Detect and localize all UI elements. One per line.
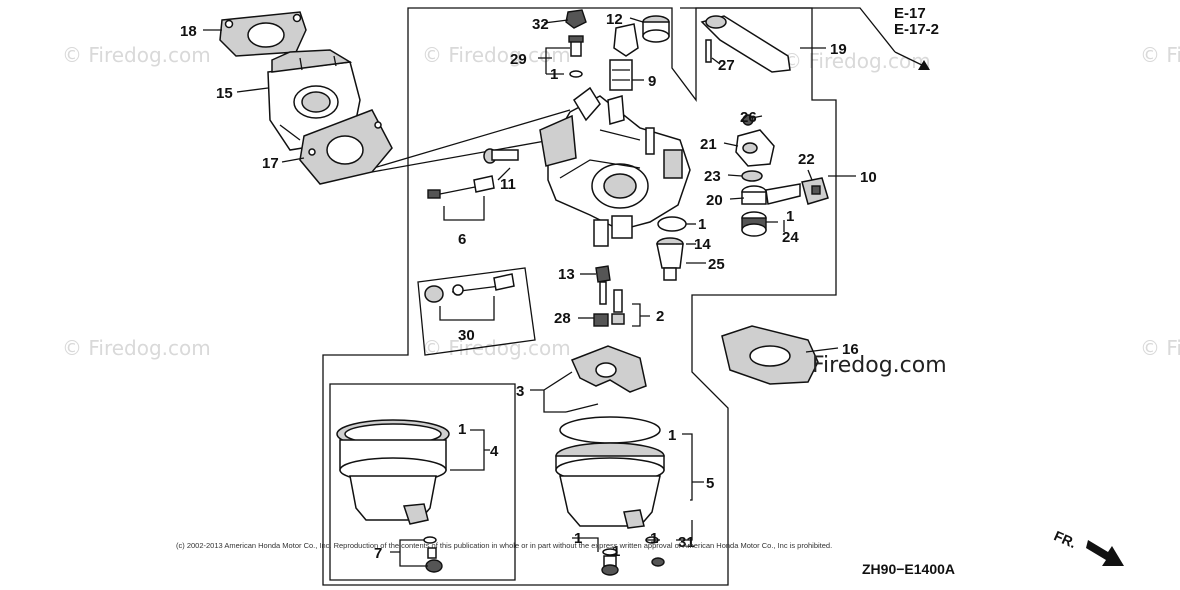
callout-1: 1 [786,208,794,225]
part-jet-29 [568,35,584,57]
callout-10: 10 [860,169,877,186]
callout-1: 1 [612,543,620,560]
part-gasket-18 [219,11,307,57]
watermark: © Firedog.com [62,336,211,360]
part-drain-bolt-31 [601,536,665,576]
part-screw-set-30 [424,273,515,303]
callout-6: 6 [458,231,466,248]
part-solenoid-9 [609,23,639,91]
part-pin-27 [705,39,712,63]
callout-1: 1 [550,66,558,83]
part-valve-20 [741,183,801,205]
callout-13: 13 [558,266,575,283]
reference-e17-2[interactable]: E-17-2 [894,21,939,38]
part-lever-19 [700,15,791,73]
callout-25: 25 [708,256,725,273]
part-oring [657,216,687,232]
callout-30: 30 [458,327,475,344]
front-arrow-icon [1086,540,1124,566]
watermark-overlay: Firedog.com [812,353,947,378]
callout-11: 11 [500,176,516,193]
callout-16: 16 [842,341,859,358]
callout-23: 23 [704,168,721,185]
ref-arrow-head [918,60,930,70]
part-block-22 [801,177,829,205]
callout-7: 7 [374,545,382,562]
watermark: © Firedog.com [422,336,571,360]
assembly-boundary [322,7,837,586]
callout-1: 1 [650,530,658,547]
copyright-notice: (c) 2002-2013 American Honda Motor Co., … [176,541,832,550]
callout-22: 22 [798,151,815,168]
watermark: © Firedog.com [1140,336,1180,360]
part-gasket-17 [299,109,393,185]
front-direction-indicator: FR. [1052,527,1124,566]
part-float-3 [565,345,647,413]
callout-24: 24 [782,229,799,246]
part-float-14 [656,237,684,281]
watermark: © Firedog.com [1140,43,1180,67]
part-throttle-screw-6 [427,175,495,199]
callout-4: 4 [490,443,499,460]
callout-32: 32 [532,16,549,33]
callout-26: 26 [740,109,757,126]
part-carburetor-body [539,86,691,247]
part-body-24 [741,211,767,237]
callout-19: 19 [830,41,847,58]
callout-3: 3 [516,383,524,400]
callout-1: 1 [698,216,706,233]
reference-e17[interactable]: E-17 [894,5,926,22]
screw-set-box [417,267,536,356]
gasket-connector [359,109,571,173]
callout-9: 9 [648,73,656,90]
callout-1: 1 [574,530,582,547]
callout-15: 15 [216,85,233,102]
callout-28: 28 [554,310,571,327]
part-screw-26 [742,114,754,126]
callout-1: 1 [458,421,466,438]
ref-box-e17 [680,7,896,53]
watermark: © Firedog.com [782,49,931,73]
part-jet-32 [565,9,587,29]
callout-27: 27 [718,57,735,74]
callout-1: 1 [668,427,676,444]
part-jet-28 [593,313,609,327]
watermark: © Firedog.com [422,43,571,67]
callout-labels: 18 15 17 32 29 1 12 9 19 27 26 21 22 10 … [180,11,877,562]
part-needle-2 [611,289,625,325]
part-drain-screw-7 [423,536,443,573]
callout-5: 5 [706,475,714,492]
callout-29: 29 [510,51,527,68]
part-float-bowl-5 [555,416,665,529]
part-washer-23 [741,170,763,182]
callout-12: 12 [606,11,623,28]
part-oring [569,70,583,78]
front-label: FR. [1052,527,1079,551]
part-screw-11 [483,148,519,164]
part-float-bowl-4 [336,419,450,525]
part-gasket-16 [721,325,819,385]
callout-18: 18 [180,23,197,40]
part-cap-12 [642,15,670,43]
callout-2: 2 [656,308,664,325]
callout-21: 21 [700,136,717,153]
leader-lines [203,17,856,567]
watermark: © Firedog.com [62,43,211,67]
part-jet-13 [595,265,611,305]
callout-31: 31 [678,534,695,551]
callout-20: 20 [706,192,723,209]
part-cover-21 [735,129,775,167]
gasket-connector [371,137,563,173]
callout-17: 17 [262,155,279,172]
callout-14: 14 [694,236,711,253]
float-bowl-box [329,383,516,581]
drawing-code: ZH90−E1400A [862,561,955,577]
